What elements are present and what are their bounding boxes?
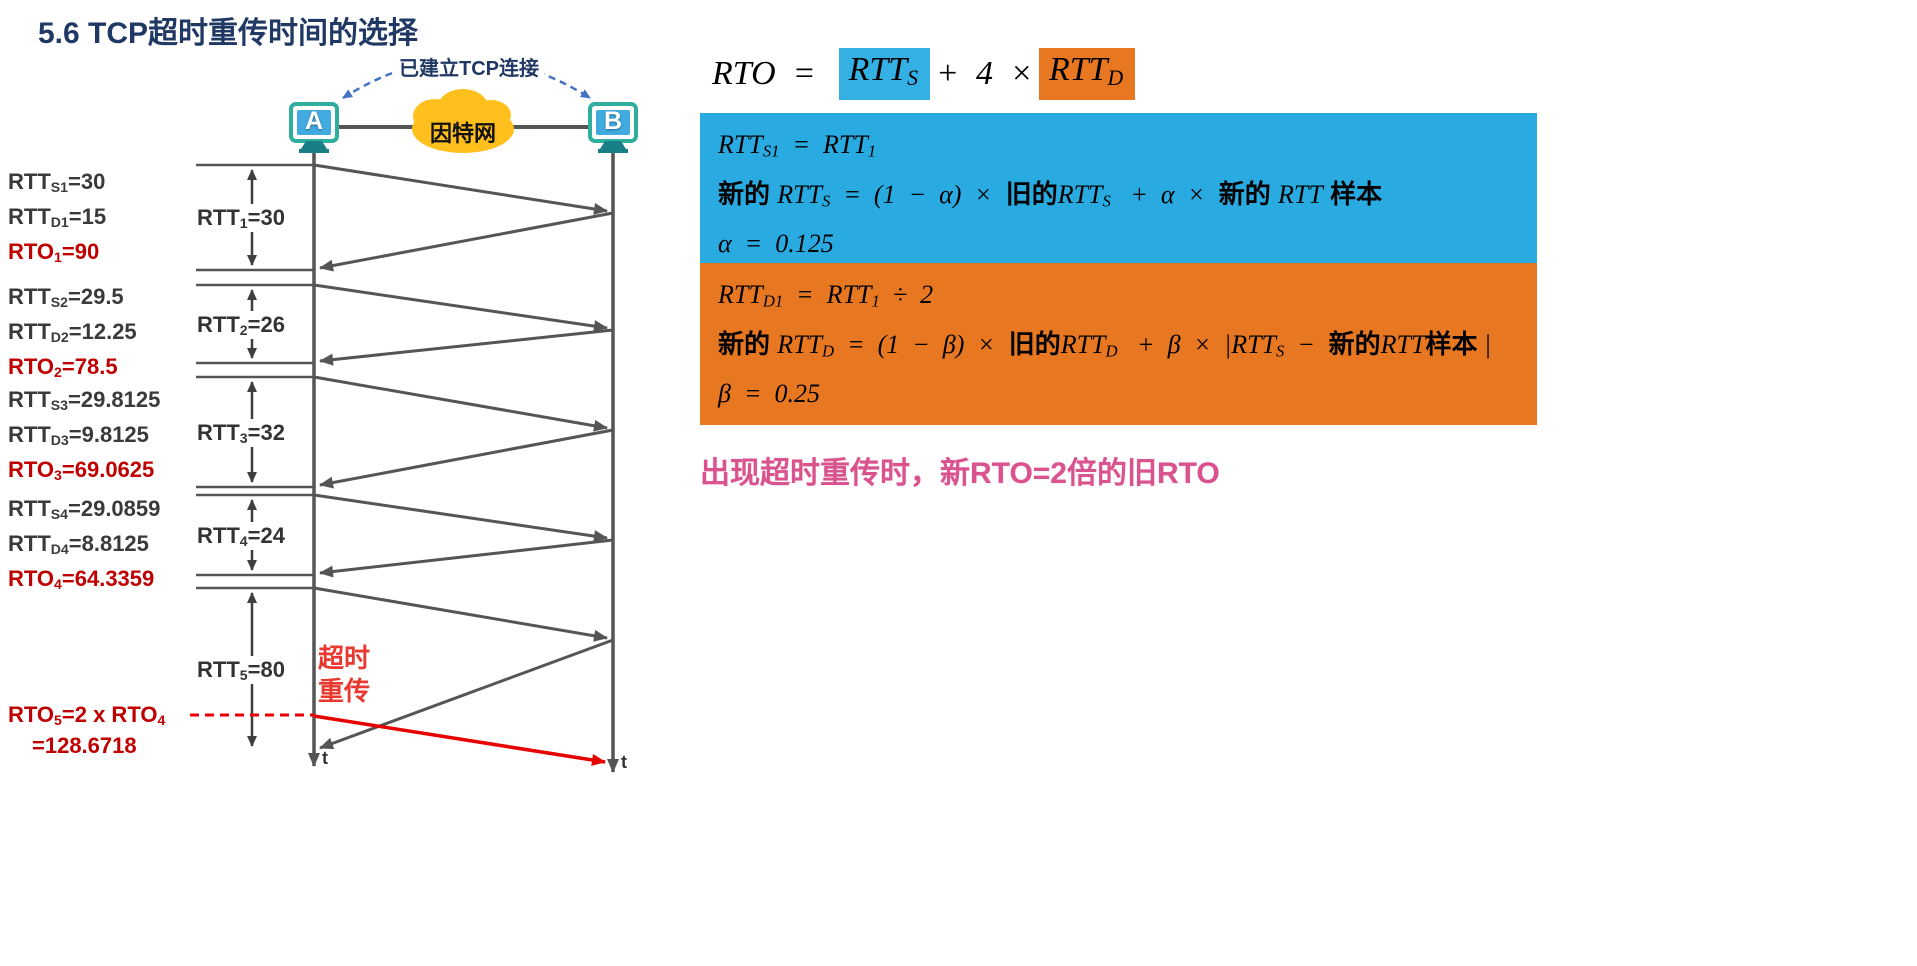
host-b-label: B (603, 107, 623, 135)
rtts-box-line2: 新的 RTTS = (1 − α) × 旧的RTTS + α × 新的 RTT … (718, 178, 1383, 211)
time-axis-label-b: t (621, 752, 627, 772)
rto4-value: RTO4=64.3359 (8, 566, 155, 593)
rtt5-interval-label: RTT5=80 (193, 656, 289, 685)
internet-cloud (412, 89, 514, 153)
time-axis-label-a: t (322, 748, 328, 768)
page-title: 5.6 TCP超时重传时间的选择 (38, 17, 419, 50)
rttd2-value: RTTD2=12.25 (8, 319, 137, 346)
timeout-retransmit-label: 超时 重传 (318, 642, 370, 708)
metrics-round-1: RTTS1=30 RTTD1=15 RTO1=90 (8, 167, 106, 272)
rtts1-value: RTTS1=30 (8, 169, 106, 196)
rto-formula-prefix: RTO = (712, 54, 833, 92)
rto5-value-line2: =128.6718 (32, 733, 137, 758)
segment-arrows (313, 163, 614, 750)
rto5-value-line1: RTO5=2 x RTO4 (8, 702, 166, 729)
rttd4-value: RTTD4=8.8125 (8, 531, 149, 558)
host-b-icon (588, 102, 638, 153)
connection-established-label: 已建立TCP连接 (394, 52, 544, 81)
rtts-highlighted-term: RTTS (838, 48, 931, 100)
rtts3-value: RTTS3=29.8125 (8, 387, 161, 414)
internet-label: 因特网 (429, 121, 496, 146)
rtts4-value: RTTS4=29.0859 (8, 496, 161, 523)
host-a-label: A (304, 107, 324, 135)
timeout-retransmit-arrow (313, 714, 606, 766)
rtts2-value: RTTS2=29.5 (8, 284, 124, 311)
metrics-round-2: RTTS2=29.5 RTTD2=12.25 RTO2=78.5 (8, 282, 137, 387)
rttd1-value: RTTD1=15 (8, 204, 107, 231)
rttd3-value: RTTD3=9.8125 (8, 422, 149, 449)
rtts-box-line3: α = 0.125 (718, 229, 834, 259)
rtt4-interval-label: RTT4=24 (193, 522, 289, 551)
timeout-label-line1: 超时 (318, 643, 371, 673)
rttd-highlighted-term: RTTD (1038, 48, 1136, 100)
rtts-formula-box: RTTS1 = RTT1 新的 RTTS = (1 − α) × 旧的RTTS … (700, 113, 1537, 276)
rtt2-interval-label: RTT2=26 (193, 311, 289, 340)
rttd-box-line3: β = 0.25 (718, 379, 820, 409)
rto1-value: RTO1=90 (8, 239, 100, 266)
rttd-formula-box: RTTD1 = RTT1 ÷ 2 新的 RTTD = (1 − β) × 旧的R… (700, 263, 1537, 426)
rto-formula-middle: + 4 × (936, 54, 1033, 92)
rtt3-interval-label: RTT3=32 (193, 419, 289, 448)
rto-formula: RTO = RTTS + 4 × RTTD (712, 48, 1136, 100)
rtt1-interval-label: RTT1=30 (193, 204, 289, 233)
metrics-round-3: RTTS3=29.8125 RTTD3=9.8125 RTO3=69.0625 (8, 385, 160, 490)
host-a-icon (289, 102, 339, 153)
rto3-value: RTO3=69.0625 (8, 457, 155, 484)
rtts-box-line1: RTTS1 = RTT1 (718, 130, 877, 161)
timeout-rto-doubling-note: 出现超时重传时，新RTO=2倍的旧RTO (700, 457, 1220, 490)
timeout-label-line2: 重传 (318, 676, 371, 706)
metrics-round-4: RTTS4=29.0859 RTTD4=8.8125 RTO4=64.3359 (8, 494, 160, 599)
rttd-box-line2: 新的 RTTD = (1 − β) × 旧的RTTD + β × |RTTS −… (718, 328, 1492, 361)
rto2-value: RTO2=78.5 (8, 354, 118, 381)
rttd-box-line1: RTTD1 = RTT1 ÷ 2 (718, 280, 934, 311)
tick-lines (196, 163, 314, 590)
